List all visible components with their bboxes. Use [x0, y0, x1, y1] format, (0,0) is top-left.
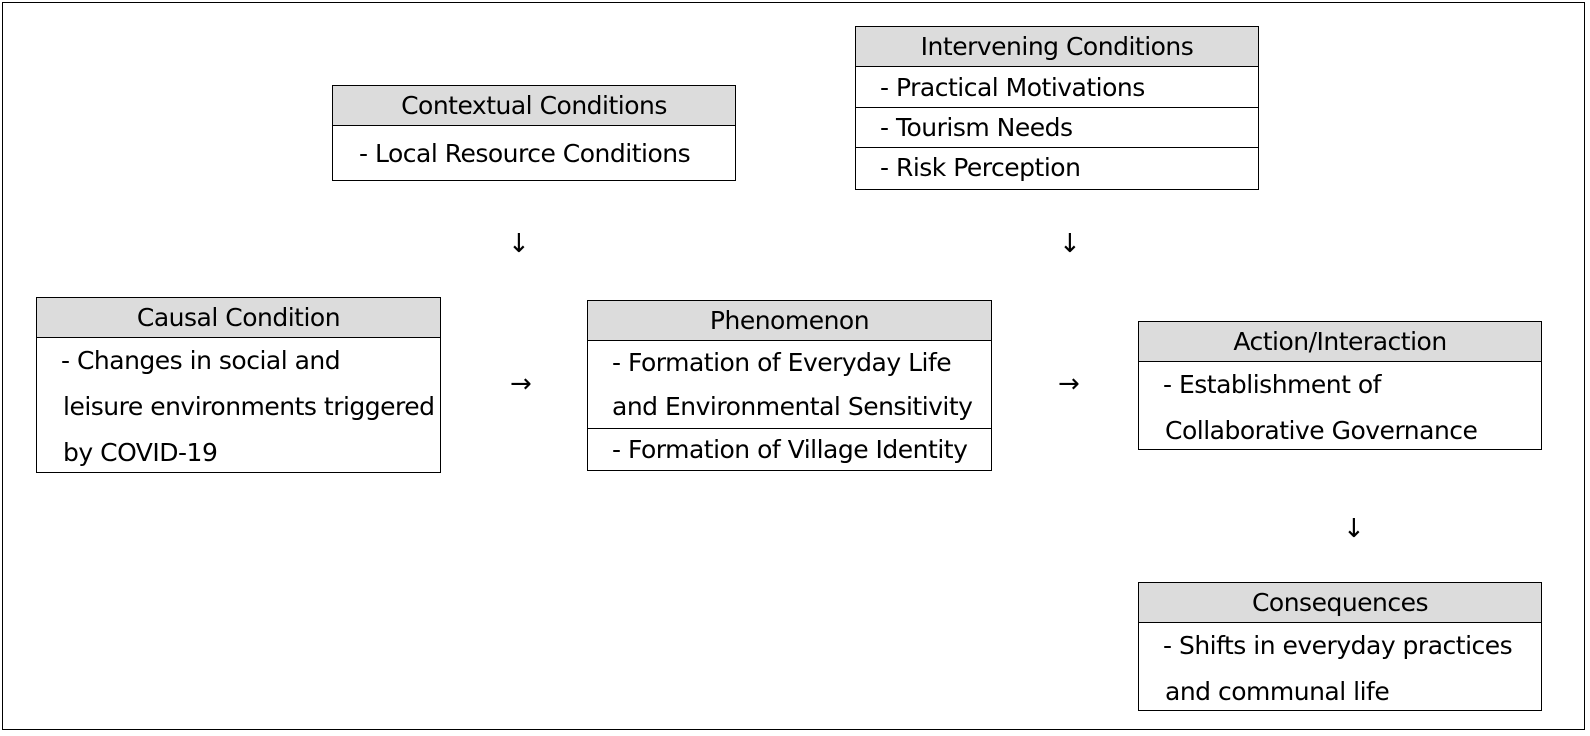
intervening-item-tourism-needs: - Tourism Needs: [856, 107, 1258, 147]
causal-condition-box: Causal Condition - Changes in social and…: [36, 297, 441, 473]
causal-line-3: by COVID-19: [63, 438, 218, 467]
action-line-2: Collaborative Governance: [1165, 416, 1478, 445]
action-line-1: - Establishment of: [1163, 370, 1381, 399]
action-interaction-title: Action/Interaction: [1139, 322, 1541, 362]
phenomenon-title: Phenomenon: [588, 301, 991, 341]
consequences-line-1: - Shifts in everyday practices: [1163, 631, 1513, 660]
causal-line-2: leisure environments triggered: [63, 392, 435, 421]
consequences-title: Consequences: [1139, 583, 1541, 623]
arrow-down-contextual: ↓: [508, 229, 530, 259]
intervening-conditions-title: Intervening Conditions: [856, 27, 1258, 67]
intervening-item-risk-perception: - Risk Perception: [856, 147, 1258, 187]
arrow-down-intervening: ↓: [1059, 229, 1081, 259]
arrow-right-phenomenon-to-action: →: [1058, 369, 1080, 399]
intervening-item-practical-motivations: - Practical Motivations: [880, 72, 1145, 102]
contextual-conditions-title: Contextual Conditions: [333, 86, 735, 126]
consequences-line-2: and communal life: [1165, 677, 1390, 706]
arrow-down-action-to-consequences: ↓: [1343, 514, 1365, 544]
contextual-item-local-resource: - Local Resource Conditions: [359, 138, 691, 168]
phenomenon-item-2: - Formation of Village Identity: [612, 434, 968, 464]
phenomenon-item-1-line-2: and Environmental Sensitivity: [612, 392, 973, 421]
arrow-right-causal-to-phenomenon: →: [510, 369, 532, 399]
action-interaction-box: Action/Interaction - Establishment of Co…: [1138, 321, 1542, 450]
causal-line-1: - Changes in social and: [61, 346, 341, 375]
phenomenon-box: Phenomenon - Formation of Everyday Life …: [587, 300, 992, 471]
phenomenon-item-1-line-1: - Formation of Everyday Life: [612, 348, 952, 377]
intervening-conditions-box: Intervening Conditions - Practical Motiv…: [855, 26, 1259, 190]
contextual-conditions-box: Contextual Conditions - Local Resource C…: [332, 85, 736, 181]
consequences-box: Consequences - Shifts in everyday practi…: [1138, 582, 1542, 711]
causal-condition-title: Causal Condition: [37, 298, 440, 338]
